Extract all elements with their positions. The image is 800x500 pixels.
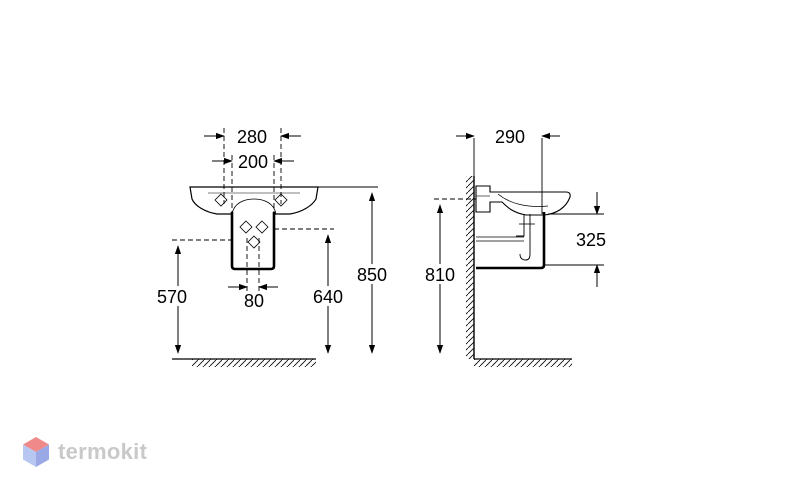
dimension-850: 850 (318, 186, 394, 354)
dimension-325: 325 (544, 192, 606, 287)
watermark-text: termokit (58, 439, 148, 464)
dim-label-640: 640 (313, 287, 343, 307)
dim-label-570: 570 (157, 287, 187, 307)
cube-logo-icon (23, 437, 49, 467)
dim-label-325: 325 (576, 230, 606, 250)
dimension-80: 80 (228, 238, 278, 311)
wall-side (466, 176, 475, 359)
dim-label-850: 850 (357, 265, 387, 285)
washbasin-side (475, 185, 571, 261)
dimension-570: 570 (150, 239, 232, 354)
dim-label-280: 280 (237, 127, 267, 147)
side-view: 290 325 810 (418, 127, 606, 367)
fixing-hole-left (214, 193, 228, 207)
fixing-hole-right (274, 193, 288, 207)
dimension-280: 280 (204, 127, 301, 204)
semi-pedestal-side (476, 212, 546, 270)
dimension-290: 290 (456, 127, 560, 214)
dim-label-810: 810 (425, 265, 455, 285)
dimension-810: 810 (418, 198, 476, 354)
dimension-200: 200 (212, 152, 294, 212)
washbasin-front (189, 186, 319, 215)
dimension-640: 640 (274, 228, 350, 354)
front-view: 280 200 80 570 (150, 127, 394, 367)
floor-front (172, 358, 316, 367)
watermark: termokit (22, 436, 147, 468)
semi-pedestal-front (230, 212, 276, 271)
dim-label-290: 290 (495, 127, 525, 147)
dim-label-200: 200 (238, 152, 268, 172)
floor-side (474, 358, 572, 367)
dim-label-80: 80 (244, 291, 264, 311)
